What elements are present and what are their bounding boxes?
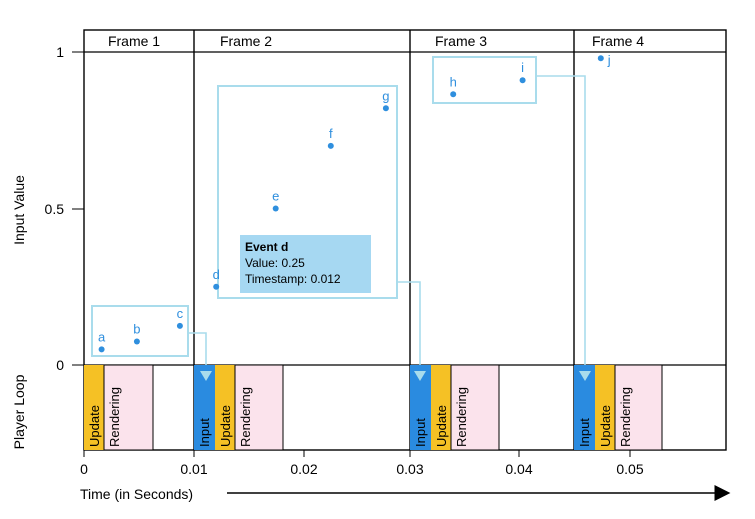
event-label-b: b — [133, 322, 140, 337]
update-block — [215, 365, 235, 450]
y-tick-0.5: 0.5 — [45, 201, 65, 217]
x-axis-label: Time (in Seconds) — [80, 486, 193, 502]
event-point-g[interactable] — [382, 105, 389, 112]
rendering-block — [450, 364, 500, 451]
input-block — [410, 365, 431, 450]
update-block — [431, 365, 451, 450]
event-label-i: i — [521, 60, 524, 75]
event-group-frame1 — [91, 305, 189, 357]
y-tick-0: 0 — [56, 357, 64, 373]
player-loop-label: Player Loop — [11, 374, 27, 449]
event-label-e: e — [272, 189, 279, 204]
frame-1-label: Frame 1 — [108, 33, 160, 49]
frame-2-label: Frame 2 — [220, 33, 272, 49]
event-tooltip: Event d Value: 0.25 Timestamp: 0.012 — [240, 235, 371, 293]
connector-frame1-to-input — [188, 332, 213, 385]
input-label: Input — [197, 418, 212, 447]
x-tick-0.03: 0.03 — [396, 461, 423, 477]
rendering-label: Rendering — [107, 387, 122, 447]
connector-frame2-to-input — [397, 281, 427, 385]
update-block — [595, 365, 615, 450]
event-point-f[interactable] — [327, 142, 334, 149]
event-label-c: c — [177, 306, 184, 321]
frame-headers: Frame 1 Frame 2 Frame 3 Frame 4 — [108, 33, 644, 49]
event-point-b[interactable] — [133, 338, 140, 345]
update-label: Update — [434, 405, 449, 447]
x-axis: 0 0.01 0.02 0.03 0.04 0.05 Time (in Seco… — [80, 450, 731, 502]
x-tick-0.02: 0.02 — [290, 461, 317, 477]
event-point-h[interactable] — [450, 91, 457, 98]
event-group-frame3 — [432, 56, 537, 104]
rendering-label: Rendering — [454, 387, 469, 447]
frame-4-label: Frame 4 — [592, 33, 644, 49]
event-label-d: d — [213, 267, 220, 282]
connector-arrowheads — [200, 371, 591, 381]
event-point-d[interactable] — [213, 283, 220, 290]
event-label-h: h — [450, 74, 457, 89]
connectors — [188, 75, 592, 385]
update-label: Update — [598, 405, 613, 447]
event-points: a b c d e f g h i j — [98, 52, 611, 353]
frame-3-label: Frame 3 — [435, 33, 487, 49]
y-tick-1: 1 — [56, 44, 64, 60]
tooltip-timestamp: Timestamp: 0.012 — [245, 272, 341, 286]
event-label-f: f — [329, 126, 333, 141]
input-label: Input — [577, 418, 592, 447]
event-point-c[interactable] — [176, 322, 183, 329]
update-label: Update — [218, 405, 233, 447]
tooltip-title: Event d — [245, 240, 288, 254]
rendering-block — [103, 364, 154, 451]
rendering-block — [234, 364, 284, 451]
event-label-g: g — [382, 88, 389, 103]
update-block — [84, 365, 104, 450]
input-block — [194, 365, 215, 450]
event-point-a[interactable] — [98, 346, 105, 353]
x-tick-0.01: 0.01 — [180, 461, 207, 477]
connector-frame3-to-input — [536, 75, 592, 385]
y-axis-label: Input Value — [11, 175, 27, 245]
event-groups — [91, 56, 537, 357]
event-point-j[interactable] — [597, 55, 604, 62]
rendering-label: Rendering — [238, 387, 253, 447]
tooltip-value: Value: 0.25 — [245, 256, 305, 270]
rendering-block — [614, 364, 663, 451]
input-label: Input — [413, 418, 428, 447]
event-group-frame2 — [217, 85, 398, 299]
x-tick-0.05: 0.05 — [616, 461, 643, 477]
update-label: Update — [87, 405, 102, 447]
event-label-a: a — [98, 329, 106, 344]
rendering-label: Rendering — [618, 387, 633, 447]
event-point-i[interactable] — [519, 77, 526, 84]
player-loop-blocks: Update Rendering Input Update Rendering … — [84, 364, 663, 451]
x-tick-0: 0 — [80, 461, 88, 477]
event-label-j: j — [607, 52, 611, 67]
y-axis: 1 0.5 0 — [45, 44, 84, 373]
x-tick-0.04: 0.04 — [505, 461, 532, 477]
input-block — [574, 365, 595, 450]
event-point-e[interactable] — [272, 205, 279, 212]
